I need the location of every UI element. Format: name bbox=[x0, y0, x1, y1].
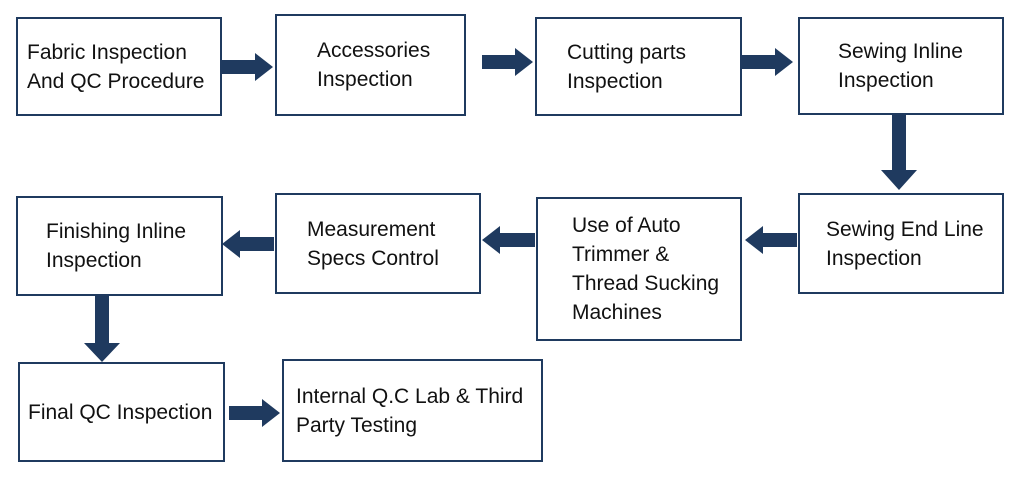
arrow-right-icon bbox=[229, 399, 280, 427]
step-internal-qc-lab-third-party: Internal Q.C Lab & Third Party Testing bbox=[282, 359, 543, 462]
arrow-right-icon bbox=[222, 53, 273, 81]
arrow-left-icon bbox=[482, 226, 535, 254]
step-label: Accessories Inspection bbox=[317, 39, 431, 91]
step-measurement-specs-control: Measurement Specs Control bbox=[275, 193, 481, 294]
step-auto-trimmer-thread-sucking: Use of Auto Trimmer & Thread Sucking Mac… bbox=[536, 197, 742, 341]
arrow-right-icon bbox=[742, 48, 793, 76]
step-final-qc-inspection: Final QC Inspection bbox=[18, 362, 225, 462]
arrow-left-icon bbox=[222, 230, 274, 258]
step-label: Fabric Inspection And QC Procedure bbox=[27, 40, 205, 93]
step-label: Final QC Inspection bbox=[28, 400, 213, 424]
step-label: Sewing Inline Inspection bbox=[838, 40, 963, 92]
step-label: Finishing Inline Inspection bbox=[46, 220, 187, 272]
step-label: Sewing End Line Inspection bbox=[826, 217, 984, 270]
step-label: Use of Auto Trimmer & Thread Sucking Mac… bbox=[572, 214, 720, 324]
arrow-right-icon bbox=[482, 48, 533, 76]
step-cutting-parts-inspection: Cutting parts Inspection bbox=[535, 17, 742, 116]
step-label: Measurement Specs Control bbox=[307, 217, 439, 270]
step-label: Internal Q.C Lab & Third Party Testing bbox=[296, 384, 524, 437]
step-accessories-inspection: Accessories Inspection bbox=[275, 14, 466, 116]
step-sewing-inline-inspection: Sewing Inline Inspection bbox=[798, 17, 1004, 115]
arrow-down-icon bbox=[881, 115, 917, 190]
step-label: Cutting parts Inspection bbox=[567, 40, 687, 93]
step-finishing-inline-inspection: Finishing Inline Inspection bbox=[16, 196, 223, 296]
arrow-left-icon bbox=[745, 226, 797, 254]
step-fabric-inspection: Fabric Inspection And QC Procedure bbox=[16, 17, 222, 116]
arrow-down-icon bbox=[84, 296, 120, 362]
step-sewing-end-line-inspection: Sewing End Line Inspection bbox=[798, 193, 1004, 294]
